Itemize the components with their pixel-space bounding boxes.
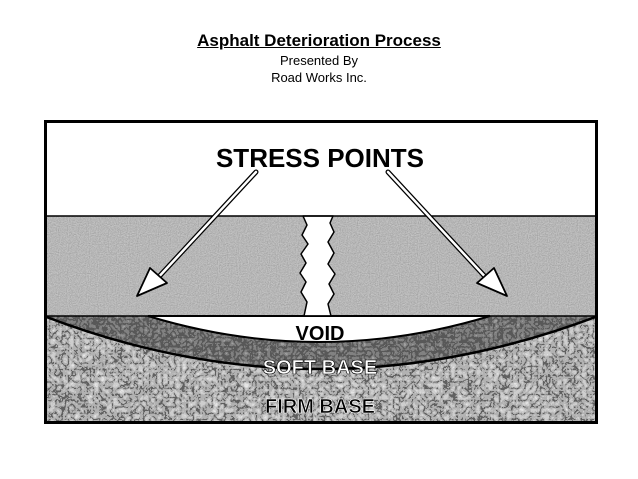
header: Asphalt Deterioration Process Presented …	[0, 30, 638, 86]
void-label: VOID	[296, 323, 345, 345]
asphalt-cross-section-diagram: STRESS POINTS VOID SOFT BASE FIRM BASE	[44, 120, 598, 424]
soft-base-boundary	[44, 314, 598, 371]
presented-by-text: Presented By	[279, 53, 359, 68]
void-region	[147, 315, 491, 343]
diagram-title: Asphalt Deterioration Process	[197, 31, 441, 50]
company-name: Road Works Inc.	[271, 70, 367, 85]
stress-arrow-right	[385, 169, 508, 297]
soft-base-label: SOFT BASE	[263, 357, 377, 379]
diagram-frame	[44, 120, 598, 424]
firm-base-label: FIRM BASE	[265, 396, 375, 418]
stress-arrow-left	[136, 169, 259, 297]
stress-points-label: STRESS POINTS	[216, 143, 424, 173]
